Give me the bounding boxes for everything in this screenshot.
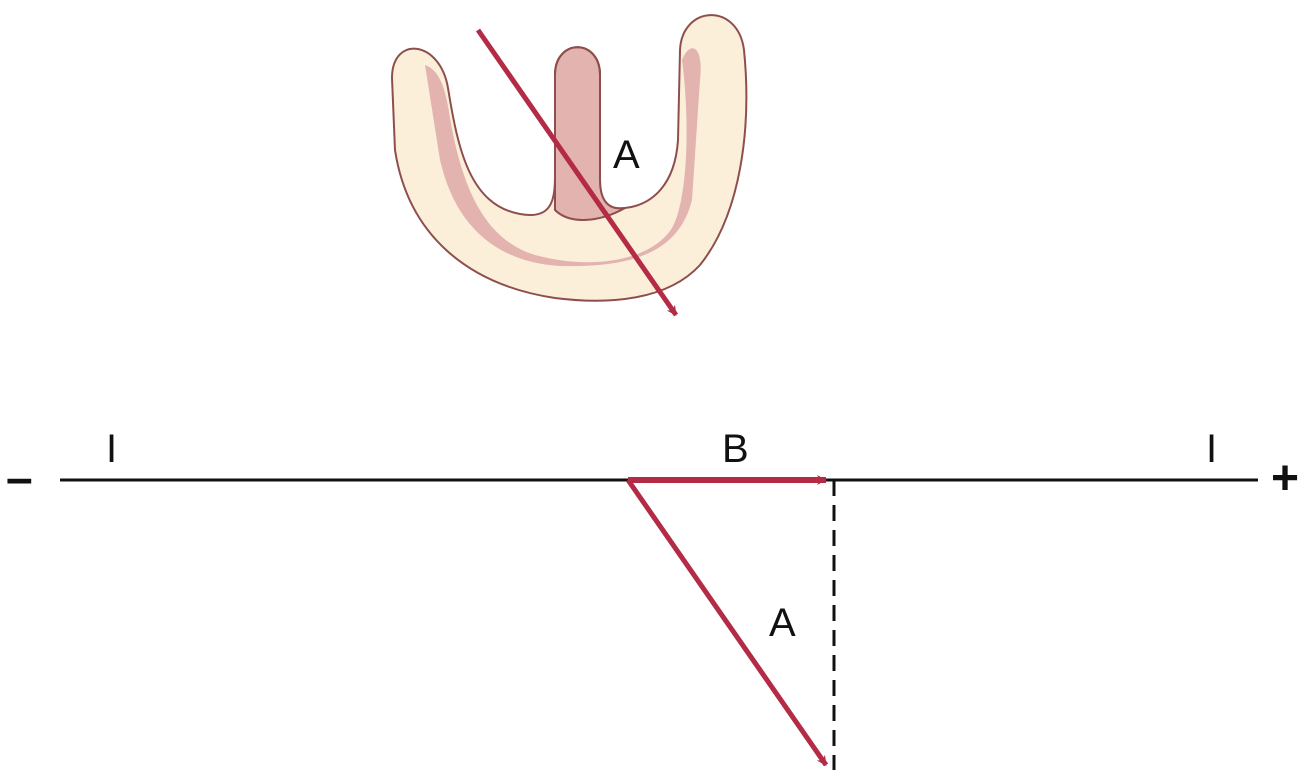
axis-vector-arrow xyxy=(628,480,826,765)
lead-label-right: I xyxy=(1206,427,1217,471)
negative-pole-sign: – xyxy=(6,452,33,505)
axis-vector-label: A xyxy=(769,601,796,645)
lead-label-left: I xyxy=(106,427,117,471)
positive-pole-sign: + xyxy=(1271,452,1299,505)
heart-vector-label: A xyxy=(613,133,640,177)
projection-label: B xyxy=(722,427,749,471)
